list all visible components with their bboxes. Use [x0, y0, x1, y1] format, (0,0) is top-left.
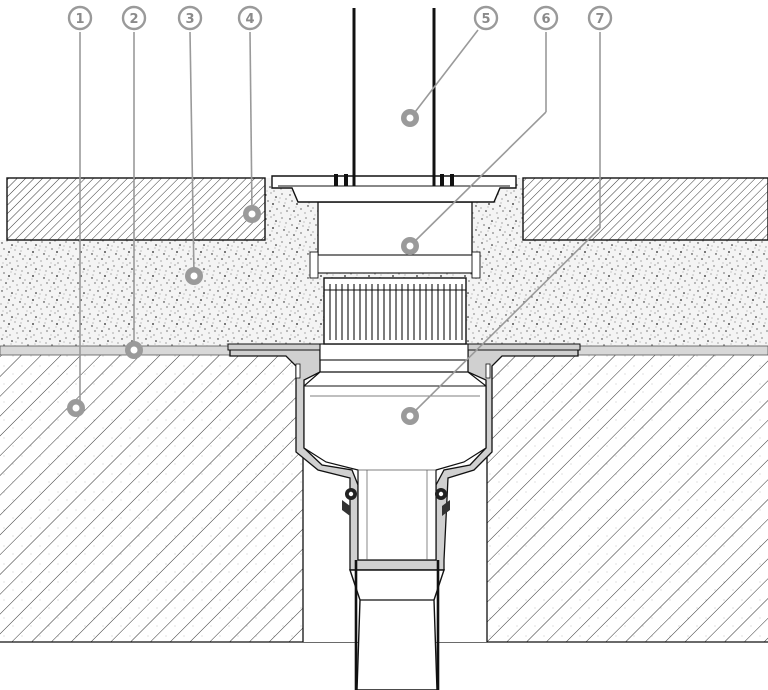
callout-1 [67, 5, 93, 417]
callout-4 [237, 5, 263, 223]
callout-6-label: 6 [541, 12, 550, 27]
callout-2-label: 2 [129, 12, 138, 27]
callout-3-label: 3 [185, 12, 194, 27]
paving-slab [6, 177, 768, 241]
callout-6 [401, 5, 559, 255]
outlet-pipe [349, 560, 445, 690]
strainer-basket [309, 201, 481, 345]
callout-7 [401, 5, 613, 425]
callout-4-label: 4 [245, 12, 254, 27]
callout-5-label: 5 [481, 12, 490, 27]
callout-3 [177, 5, 203, 285]
callout-7-label: 7 [595, 12, 604, 27]
callout-1-label: 1 [75, 12, 84, 27]
callout-2 [121, 5, 147, 359]
drain-riser-pipe [352, 8, 436, 186]
drain-flange [227, 343, 581, 361]
callout-5 [401, 5, 499, 127]
sealing-ring [342, 488, 450, 516]
